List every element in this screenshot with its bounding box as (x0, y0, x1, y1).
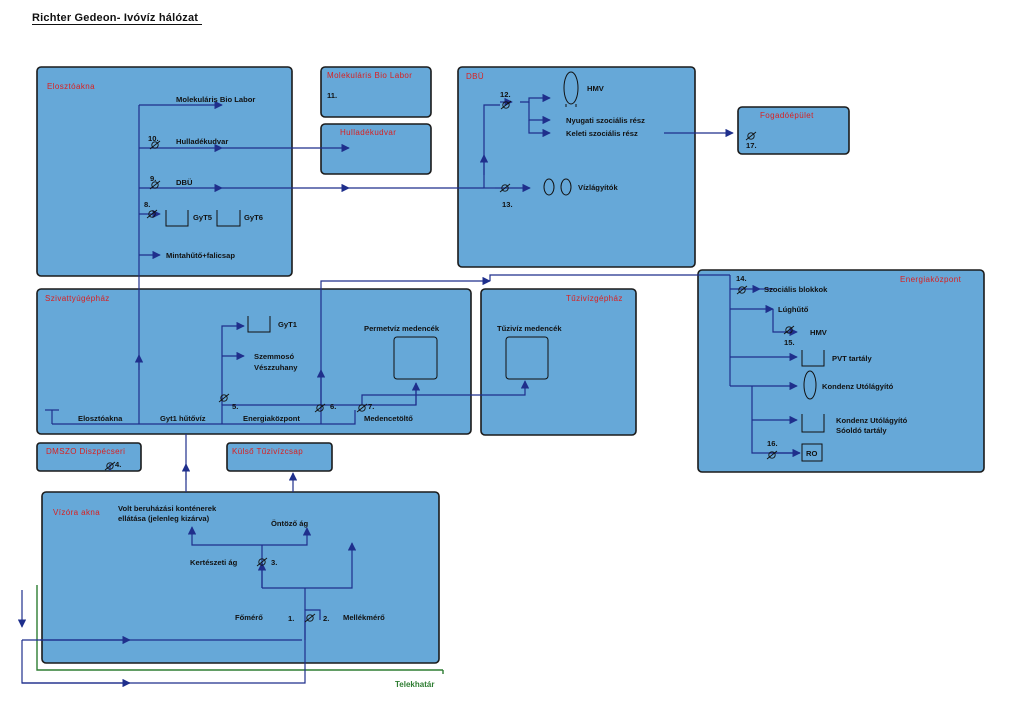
label-gyt1: GyT1 (278, 320, 298, 329)
label-ro: RO (806, 449, 817, 458)
box-mol-bio-labor: Molekuláris Bio Labor (320, 66, 432, 118)
label-fomero: Főmérő (235, 613, 263, 622)
num-2: 2. (323, 614, 329, 623)
num-12: 12. (500, 90, 511, 99)
label-mol-bio-labor: Molekuláris Bio Labor (176, 95, 255, 104)
num-1: 1. (288, 614, 294, 623)
pipes-szivattyuhaz (45, 274, 730, 425)
label-elosztoakna: Elosztóakna (78, 414, 123, 423)
box-dbu: DBÜ (457, 66, 696, 268)
pipes-vizora (17, 434, 357, 688)
num-8: 8. (144, 200, 150, 209)
label-keleti: Keleti szociális rész (566, 129, 638, 138)
box-title: Hulladékudvar (340, 128, 396, 137)
box-hulladekudvar: Hulladékudvar (320, 123, 432, 175)
label-dbu: DBÜ (176, 178, 193, 187)
label-szocialis: Szociális blokkok (764, 285, 828, 294)
label-medencetolto: Medencetöltő (364, 414, 413, 423)
box-title: Molekuláris Bio Labor (327, 71, 412, 80)
label-kondenz-so2: Sóoldó tartály (836, 426, 887, 435)
box-title: Tűzivízgépház (566, 294, 623, 303)
num-11: 11. (327, 91, 337, 100)
box-title: Elosztóakna (47, 82, 95, 91)
num-14: 14. (736, 274, 747, 283)
num-5: 5. (232, 402, 238, 411)
label-hmv: HMV (587, 84, 605, 93)
num-15: 15. (784, 338, 795, 347)
box-title: Fogadóépület (760, 111, 814, 120)
label-nyugati: Nyugati szociális rész (566, 116, 645, 125)
pipes-dbu (479, 71, 757, 196)
num-9: 9. (150, 174, 156, 183)
box-title: Külső Tűzivízcsap (232, 447, 303, 456)
label-mintahuto: Mintahűtő+falicsap (166, 251, 235, 260)
label-energiakozpont: Energiaközpont (243, 414, 300, 423)
label-mellekmero: Mellékmérő (343, 613, 385, 622)
valve-numbers: 1. 2. 3. 4. 5. 6. 7. 8. 9. 10. 11. 12. 1… (115, 90, 795, 623)
label-kerteszeti: Kertészeti ág (190, 558, 238, 567)
box-vizora-akna: Vízóra akna (41, 491, 440, 664)
label-pvt: PVT tartály (832, 354, 872, 363)
num-3: 3. (271, 558, 277, 567)
box-dmszo: DMSZO Diszpécseri (36, 442, 142, 472)
property-boundary: Telekhatár (36, 585, 444, 689)
label-gyt6: GyT6 (244, 213, 263, 222)
label-hulladekudvar: Hulladékudvar (176, 137, 228, 146)
label-gyt1-hutoviz: Gyt1 hűtővíz (160, 414, 206, 423)
label-kondenz: Kondenz Utólágyító (822, 382, 894, 391)
box-elosztoakna: Elosztóakna (36, 66, 293, 277)
telekhatar-label: Telekhatár (395, 680, 434, 689)
box-kulso-tuzicsap: Külső Tűzivízcsap (226, 442, 333, 472)
num-16: 16. (767, 439, 778, 448)
label-kondenz-so1: Kondenz Utólágyító (836, 416, 908, 425)
label-gyt5: GyT5 (193, 213, 213, 222)
box-title: Energiaközpont (900, 275, 962, 284)
label-vizlagyitok: Vízlágyítók (578, 183, 618, 192)
box-title: DMSZO Diszpécseri (46, 447, 125, 456)
num-7: 7. (368, 402, 374, 411)
label-hmv2: HMV (810, 328, 828, 337)
num-6: 6. (330, 402, 336, 411)
label-lughuto: Lúghűtő (778, 305, 809, 314)
box-fogadoepulet: Fogadóépület (737, 106, 850, 155)
box-energiakozpont: Energiaközpont (697, 269, 985, 473)
num-4: 4. (115, 460, 121, 469)
labels: Molekuláris Bio Labor Hulladékudvar DBÜ … (78, 84, 908, 622)
label-tuziviz-med: Tűzivíz medencék (497, 324, 562, 333)
box-tuzivizgephaz: Tűzivízgépház (480, 288, 637, 436)
label-permetviz: Permetvíz medencék (364, 324, 440, 333)
pipes-elosztoakna (134, 100, 484, 424)
num-10: 10. (148, 134, 159, 143)
box-title: Vízóra akna (53, 508, 100, 517)
label-volt2: ellátása (jelenleg kizárva) (118, 514, 210, 523)
box-title: Szivattyúgépház (45, 294, 110, 303)
label-volt1: Volt beruházási konténerek (118, 504, 217, 513)
label-ontozo: Öntöző ág (271, 519, 308, 528)
document-title: Richter Gedeon- Ivóvíz hálózat (32, 12, 203, 25)
label-veszzuhany: Vészzuhany (254, 363, 298, 372)
box-title: DBÜ (466, 72, 484, 81)
num-17: 17. (746, 141, 757, 150)
num-13: 13. (502, 200, 513, 209)
label-szemmoso: Szemmosó (254, 352, 294, 361)
pipes-energiakozpont (729, 275, 825, 462)
pipe-dmszo (104, 461, 116, 471)
